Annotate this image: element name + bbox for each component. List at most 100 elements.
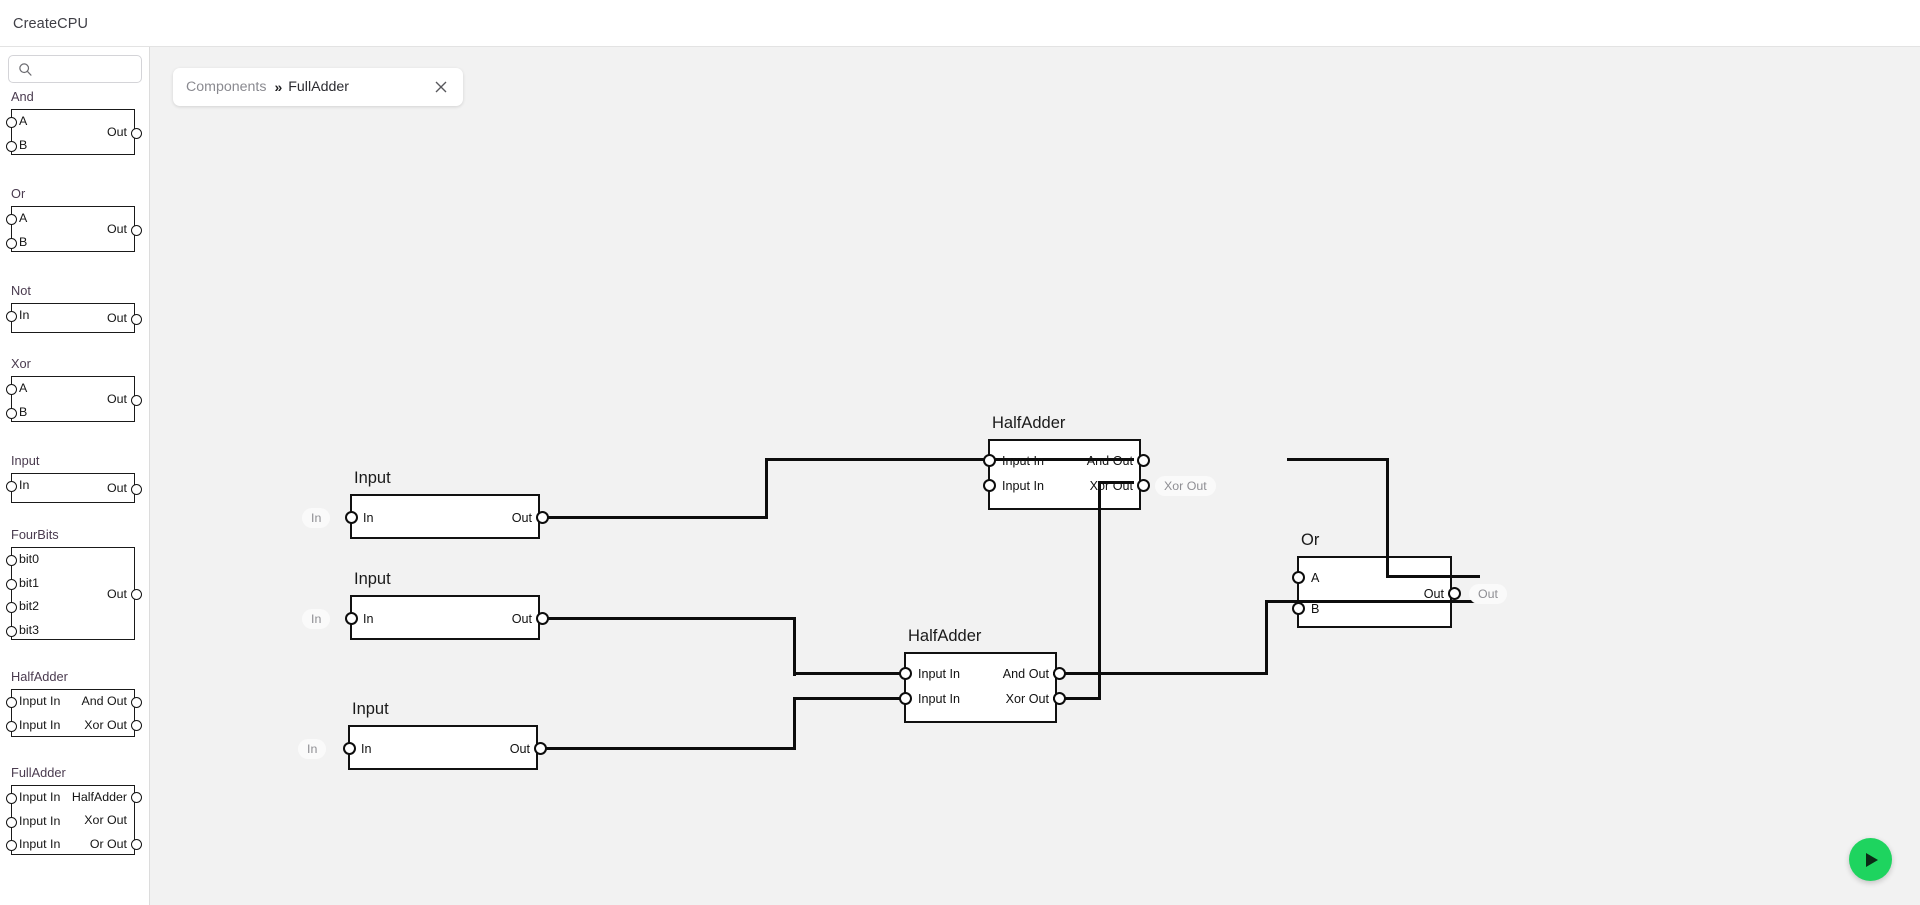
pin-name-chip: In: [302, 508, 331, 528]
circuit-canvas[interactable]: Components » FullAdder: [150, 47, 1920, 905]
node-output-pin[interactable]: [536, 612, 549, 625]
node-input-pin[interactable]: [983, 454, 996, 467]
breadcrumb-root[interactable]: Components: [186, 79, 267, 95]
close-icon[interactable]: [432, 78, 450, 96]
node-output-pin[interactable]: [1053, 692, 1066, 705]
node-pin-label: In: [363, 612, 374, 626]
node-input3[interactable]: Input In In Out: [298, 700, 547, 770]
library-input-pin[interactable]: [6, 793, 17, 804]
library-pin-label: A: [19, 114, 28, 128]
node-output-pin[interactable]: [1053, 667, 1066, 680]
node-title: HalfAdder: [908, 627, 982, 645]
library-item-label: Input: [11, 453, 40, 468]
library-item-label: HalfAdder: [11, 669, 68, 684]
library-output-pin[interactable]: [131, 313, 142, 325]
library-output-pin[interactable]: [131, 696, 142, 708]
library-input-pin[interactable]: [6, 311, 17, 322]
library-pin-label: bit2: [19, 599, 39, 613]
library-input-pin[interactable]: [6, 140, 17, 152]
node-pin-label: Input In: [1002, 479, 1045, 493]
node-input2[interactable]: Input In In Out: [302, 570, 549, 640]
wire-segment: [540, 617, 796, 621]
wire-segment: [1265, 600, 1480, 604]
library-output-pin[interactable]: [131, 792, 142, 803]
wire-segment: [793, 617, 797, 676]
node-input1[interactable]: Input In In Out: [302, 469, 549, 539]
node-pin-label: Xor Out: [1089, 479, 1133, 493]
library-pin-label: And Out: [81, 694, 127, 709]
node-pin-label: Out: [509, 742, 530, 756]
node-input-pin[interactable]: [983, 479, 996, 492]
node-halfadder-bottom[interactable]: HalfAdder Input In Input In And Out Xor …: [899, 627, 1066, 723]
wire-segment: [793, 672, 904, 676]
node-input-pin[interactable]: [1292, 571, 1305, 584]
library-input-pin[interactable]: [6, 816, 17, 828]
library-output-pin[interactable]: [131, 127, 142, 139]
library-input-pin[interactable]: [6, 578, 17, 590]
node-input-pin[interactable]: [345, 612, 358, 625]
wire-segment: [1098, 481, 1102, 699]
node-input-pin[interactable]: [1292, 602, 1305, 615]
node-title: Input: [354, 469, 391, 487]
library-output-pin[interactable]: [131, 224, 142, 236]
open-component-tab[interactable]: Components » FullAdder: [173, 68, 463, 106]
library-output-pin[interactable]: [131, 483, 142, 495]
library-input-pin[interactable]: [6, 602, 17, 613]
wire-segment: [793, 697, 797, 750]
library-input-pin[interactable]: [6, 384, 17, 395]
library-input-pin[interactable]: [6, 237, 17, 249]
node-input-pin[interactable]: [345, 511, 358, 524]
library-output-pin[interactable]: [131, 720, 142, 732]
library-output-pin[interactable]: [131, 589, 142, 600]
node-input-pin[interactable]: [899, 692, 912, 705]
pin-name-chip: In: [298, 739, 327, 759]
library-pin-label: Or Out: [89, 836, 127, 851]
node-output-pin[interactable]: [1137, 479, 1150, 492]
library-input-pin[interactable]: [6, 214, 17, 225]
library-item-label: FourBits: [11, 527, 59, 542]
node-output-pin[interactable]: [534, 742, 547, 755]
library-pin-label: Out: [107, 586, 127, 601]
library-pin-label: Input In: [19, 790, 61, 804]
library-output-pin[interactable]: [131, 394, 142, 406]
node-or[interactable]: Or A B Out Out: [1292, 531, 1507, 628]
library-input-pin[interactable]: [6, 840, 17, 851]
library-input-pin[interactable]: [6, 407, 17, 419]
library-input-pin[interactable]: [6, 720, 17, 732]
pin-name-chip: In: [302, 609, 331, 629]
library-input-pin[interactable]: [6, 697, 17, 708]
library-pin-label: B: [19, 404, 28, 419]
node-output-pin[interactable]: [536, 511, 549, 524]
library-pin-label: B: [19, 234, 28, 249]
library-input-pin[interactable]: [6, 117, 17, 128]
chevron-right-icon: »: [274, 79, 282, 95]
node-title: Input: [352, 700, 389, 718]
wire-segment: [536, 747, 796, 751]
library-input-pin[interactable]: [6, 555, 17, 566]
search-input[interactable]: [37, 56, 137, 82]
node-halfadder-top[interactable]: HalfAdder Input In Input In And Out Xor …: [983, 414, 1216, 510]
run-simulation-button[interactable]: [1849, 838, 1892, 881]
library-input-pin[interactable]: [6, 481, 17, 492]
node-output-pin[interactable]: [1137, 454, 1150, 467]
library-item-label: FullAdder: [11, 765, 66, 780]
node-input-pin[interactable]: [899, 667, 912, 680]
library-output-pin[interactable]: [131, 839, 142, 850]
node-input-pin[interactable]: [343, 742, 356, 755]
wire-segment: [1265, 600, 1269, 675]
wire-segment: [1287, 458, 1389, 462]
library-input-pin[interactable]: [6, 625, 17, 637]
node-output-pin[interactable]: [1448, 587, 1461, 600]
search-box[interactable]: [8, 55, 142, 83]
